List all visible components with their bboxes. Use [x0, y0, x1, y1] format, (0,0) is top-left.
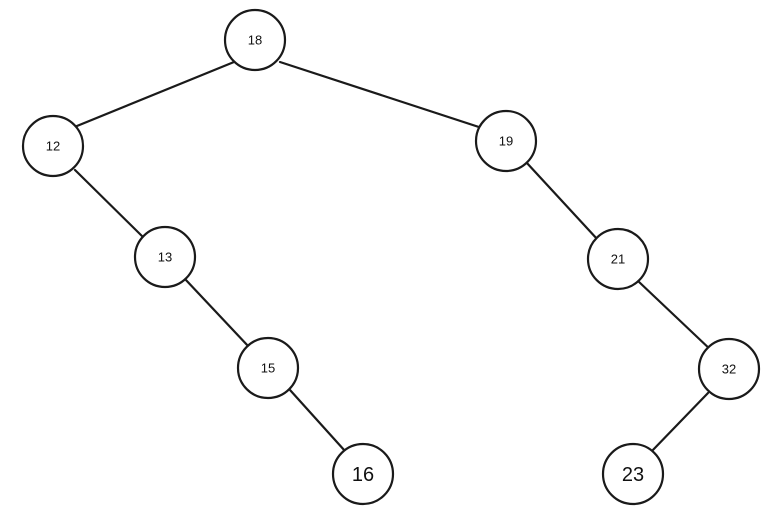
edge-13-15 [183, 277, 251, 349]
tree-node-23: 23 [601, 442, 665, 506]
node-circle [21, 114, 85, 178]
node-label: 18 [248, 33, 262, 48]
node-circle [697, 337, 761, 401]
tree-node-18: 18 [223, 8, 287, 72]
node-label: 21 [611, 252, 625, 267]
tree-node-21: 21 [586, 227, 650, 291]
edge-19-21 [524, 160, 600, 242]
node-circle [601, 442, 665, 506]
node-label: 32 [722, 362, 736, 377]
edge-32-23 [648, 391, 710, 455]
node-label: 23 [622, 464, 644, 486]
node-label: 15 [261, 361, 275, 376]
edges-group [70, 60, 715, 455]
node-label: 12 [46, 139, 60, 154]
tree-node-15: 15 [236, 336, 300, 400]
node-circle [474, 109, 538, 173]
tree-node-13: 13 [133, 225, 197, 289]
node-circle [236, 336, 300, 400]
node-label: 13 [158, 250, 172, 265]
tree-node-16: 16 [331, 442, 395, 506]
node-circle [586, 227, 650, 291]
node-circle [133, 225, 197, 289]
tree-node-12: 12 [21, 114, 85, 178]
node-label: 19 [499, 134, 513, 149]
edge-18-19 [278, 60, 484, 130]
tree-node-19: 19 [474, 109, 538, 173]
node-circle [331, 442, 395, 506]
node-label: 16 [352, 464, 374, 486]
edge-15-16 [288, 388, 347, 453]
edge-12-13 [73, 168, 147, 241]
nodes-group: 18 12 19 13 21 15 32 16 [21, 8, 761, 506]
edge-21-32 [636, 279, 715, 354]
edge-18-12 [70, 60, 236, 130]
node-circle [223, 8, 287, 72]
tree-node-32: 32 [697, 337, 761, 401]
